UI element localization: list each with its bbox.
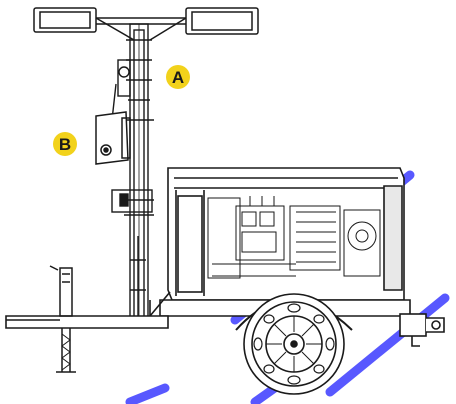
callout-b-badge: [53, 132, 77, 156]
engine-detail: [207, 196, 381, 279]
generator-enclosure: [159, 167, 411, 317]
callout-a-badge: [166, 65, 190, 89]
wheel: [235, 293, 353, 395]
callout-a: A: [166, 65, 190, 89]
callout-b-label: B: [59, 135, 71, 154]
jack-stand: [49, 265, 76, 373]
winch-box: [95, 111, 131, 165]
mast: [111, 23, 154, 325]
lamp-head: [33, 7, 259, 41]
callout-b: B: [53, 132, 77, 156]
callout-a-label: A: [172, 68, 184, 87]
trailer-chassis: [5, 291, 445, 347]
